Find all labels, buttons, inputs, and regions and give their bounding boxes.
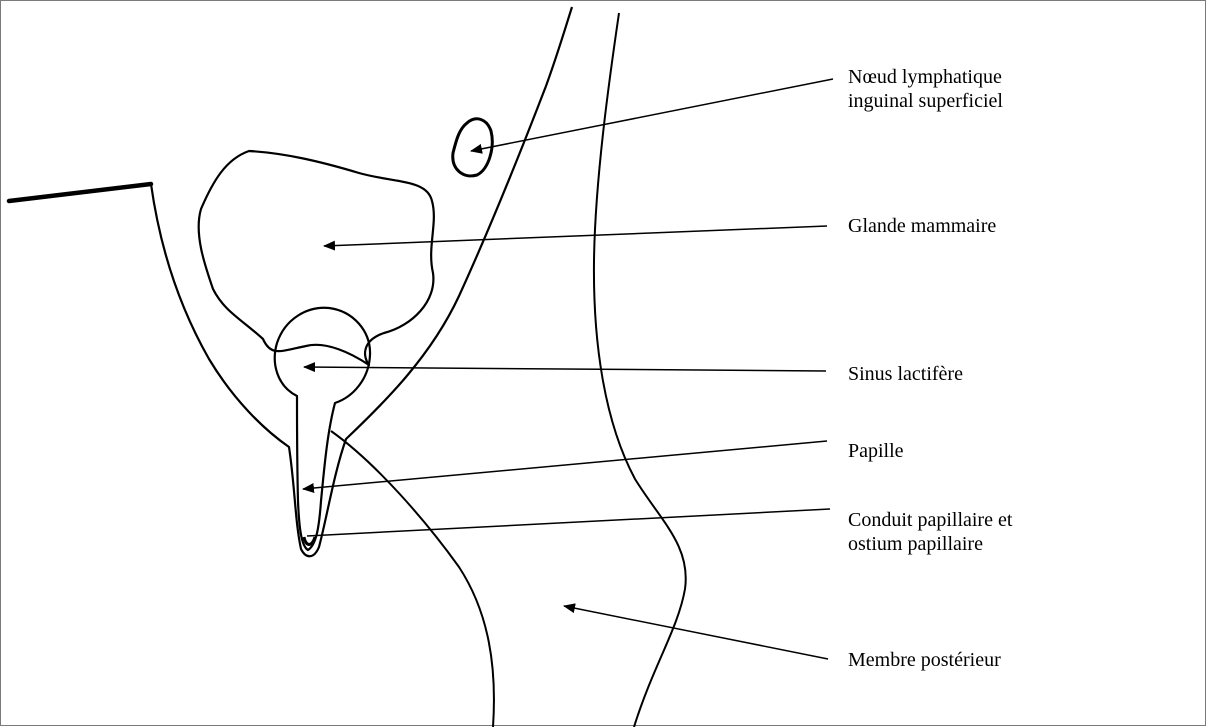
label-lymph-node-line1: Nœud lymphatique [848, 65, 1003, 89]
abdominal-wall-outline [9, 184, 151, 201]
label-hind-limb: Membre postérieur [848, 648, 1001, 672]
papillary-ostium-mark [304, 537, 315, 545]
arrow-papillary-duct [307, 509, 830, 536]
hind-limb-front-contour [331, 431, 494, 727]
label-papillary-duct: Conduit papillaire et ostium papillaire [848, 508, 1012, 556]
arrow-lactiferous-sinus [304, 367, 826, 371]
label-lymph-node: Nœud lymphatique inguinal superficiel [848, 65, 1003, 113]
arrow-lymph-node [471, 79, 833, 151]
arrow-hind-limb [564, 606, 828, 659]
label-lymph-node-line2: inguinal superficiel [848, 89, 1003, 113]
label-lactiferous-sinus: Sinus lactifère [848, 362, 963, 386]
label-papilla: Papille [848, 439, 904, 463]
label-papillary-duct-line1: Conduit papillaire et [848, 508, 1012, 532]
arrow-mammary-gland [324, 226, 827, 246]
label-papillary-duct-line2: ostium papillaire [848, 532, 1012, 556]
mammary-gland-outline [199, 151, 434, 365]
udder-outline [151, 7, 572, 556]
arrow-papilla [303, 441, 827, 489]
label-mammary-gland: Glande mammaire [848, 214, 996, 238]
